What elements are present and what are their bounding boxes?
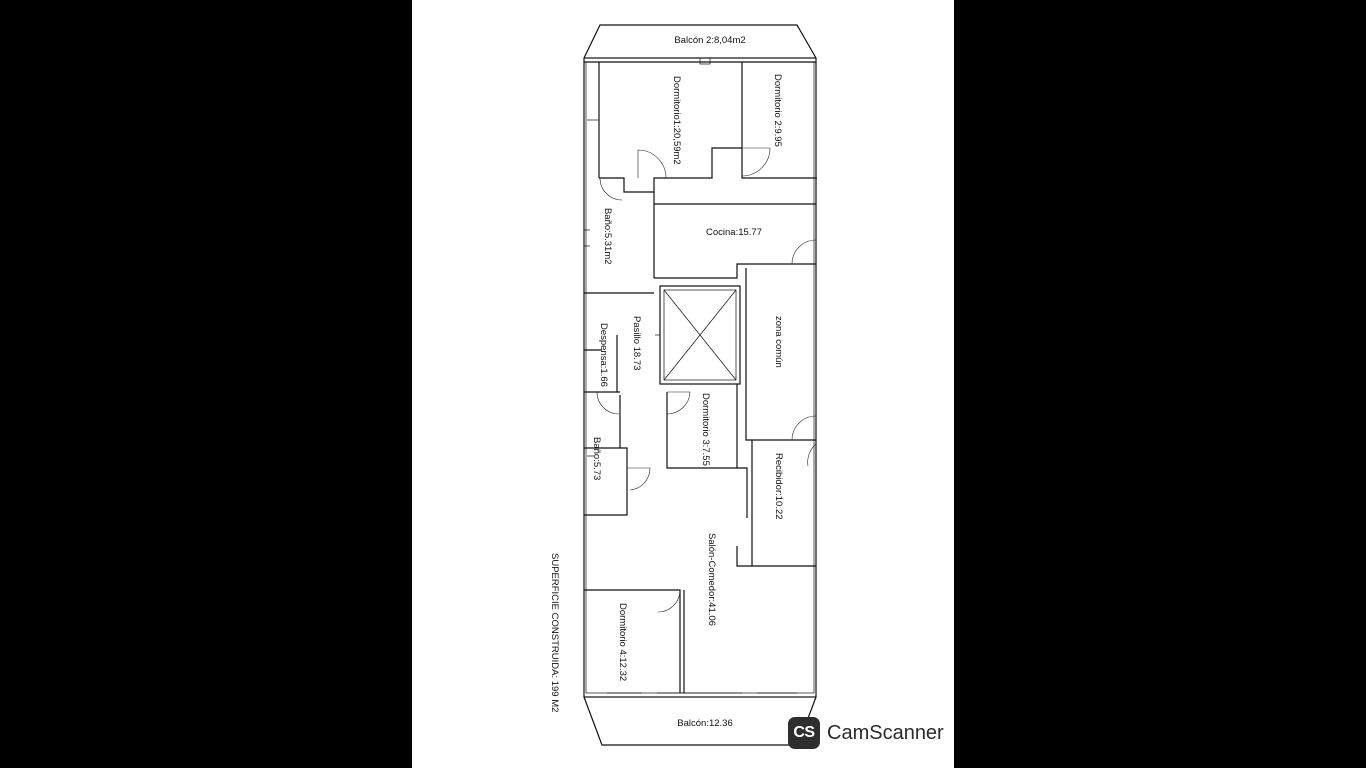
cocina-walls [653,192,817,279]
top-balcony [583,24,817,59]
bano-2-walls [584,395,651,516]
cocina-label: Cocina:15.77 [706,227,762,238]
camscanner-brand-text: CamScanner [827,721,944,744]
zona-comun-walls [745,268,817,441]
dormitorio-3-walls [666,384,738,469]
zona-comun-label: zona común [773,316,784,368]
despensa-walls [584,335,620,415]
outer-walls [583,57,817,698]
balcon-top-label: Balcón 2:8,04m2 [674,35,745,46]
bano-2-label: Baño:5.73 [591,437,602,480]
dormitorio-1-walls [587,62,817,193]
dormitorio-4-walls [584,589,685,693]
balcon-bottom-label: Balcón:12.36 [677,718,732,729]
floor-plan: Balcón 2:8,04m2 Dormitorio1:20,59m2 Dorm… [549,24,817,746]
bano-1-walls [584,177,654,294]
camscanner-watermark: CS CamScanner [788,716,944,750]
surface-note: SUPERFICIE CONSTRUIDA: 199 M2 [549,553,560,712]
dormitorio-3-label: Dormitorio 3:7.55 [700,393,711,466]
scanned-page: Balcón 2:8,04m2 Dormitorio1:20,59m2 Dorm… [412,0,954,768]
camscanner-logo-icon: CS [788,717,820,749]
recibidor-walls [736,440,817,567]
dormitorio-2-label: Dormitorio 2:9.95 [772,74,783,147]
pasillo-label: Pasillo 18.73 [631,316,642,370]
salon-comedor-label: Salón-Comedor:41.06 [706,533,717,626]
despensa-label: Despensa:1.66 [598,323,609,387]
dormitorio-1-label: Dormitorio1:20,59m2 [671,76,682,165]
bano-1-label: Baño:5.31m2 [602,208,613,265]
recibidor-label: Recibidor:10.22 [773,453,784,520]
stair-core [655,285,741,385]
dormitorio-4-label: Dormitorio 4:12.32 [617,603,628,681]
